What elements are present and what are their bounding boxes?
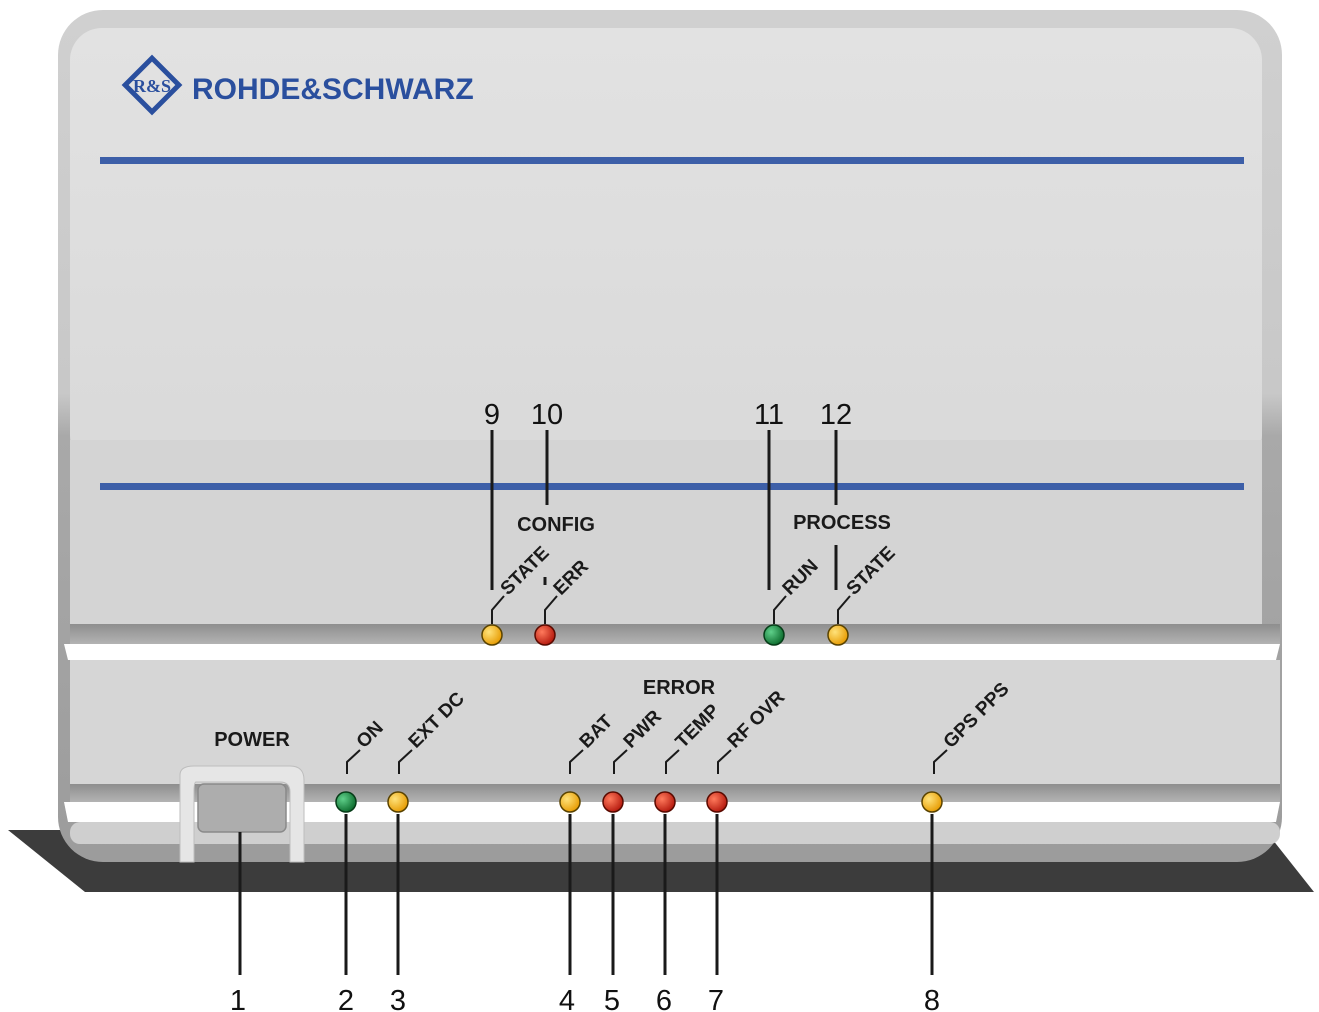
upper-ledge-highlight [64,644,1280,660]
pwr-led [602,791,624,813]
config-err-led [534,624,556,646]
callout-number-1: 1 [230,985,246,1012]
process-group-label: PROCESS [793,512,891,534]
callout-number-11: 11 [754,399,784,431]
power-button[interactable] [197,783,287,833]
on-led [335,791,357,813]
housing-bottom-lip [70,822,1280,844]
power-label: POWER [214,729,290,751]
ext-dc-led [387,791,409,813]
upper-led-ledge [70,624,1280,644]
process-run-led [763,624,785,646]
callout-number-8: 8 [924,985,940,1012]
upper-panel [70,28,1262,468]
callout-number-10: 10 [531,399,563,431]
gps-pps-led [921,791,943,813]
config-state-led [481,624,503,646]
temp-led [654,791,676,813]
brand-name: ROHDE&SCHWARZ [192,73,474,106]
upper-blue-stripe [100,157,1244,164]
config-group-label: CONFIG [517,514,595,536]
power-button-assembly: POWER [179,729,305,863]
bat-indicator: BAT 4 [559,711,617,1012]
callout-number-3: 3 [390,985,406,1012]
callout-number-6: 6 [656,985,672,1012]
logo-diamond-icon [121,54,183,116]
middle-panel [70,440,1262,630]
lower-led-ledge [70,784,1280,802]
lower-panel [70,660,1280,785]
callout-number-9: 9 [484,399,500,431]
process-state-led [827,624,849,646]
lower-blue-stripe [100,483,1244,490]
rf-ovr-led [706,791,728,813]
callout-number-7: 7 [708,985,724,1012]
logo-mark: R&S [133,76,171,96]
callout-number-5: 5 [604,985,620,1012]
callout-number-12: 12 [820,399,852,431]
process-run-indicator: RUN 11 [754,399,823,646]
callout-number-4: 4 [559,985,575,1012]
lower-ledge-highlight [64,802,1280,822]
brand-logo: R&S ROHDE&SCHWARZ [121,54,474,116]
callout-number-2: 2 [338,985,354,1012]
bat-led [559,791,581,813]
power-callout: 1 [230,832,246,1012]
error-group-label: ERROR [643,677,716,699]
